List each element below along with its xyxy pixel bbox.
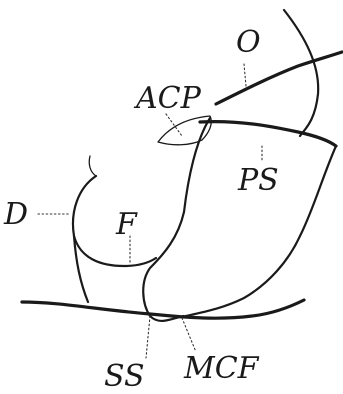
label-ps: PS: [237, 163, 279, 198]
label-d: D: [3, 197, 28, 232]
base-line: [22, 300, 304, 318]
label-mcf: MCF: [183, 351, 260, 386]
fossa-tip: [89, 156, 96, 176]
leader-o: [244, 64, 246, 86]
outer-upper-contour: [284, 10, 318, 136]
leader-acp: [166, 114, 182, 136]
central-s-contour: [143, 118, 210, 321]
planum-line: [200, 122, 336, 146]
leader-ss: [146, 316, 150, 358]
label-f: F: [115, 207, 138, 242]
fossa-arc: [73, 176, 156, 266]
label-acp: ACP: [133, 81, 202, 116]
label-ss: SS: [104, 359, 145, 394]
leader-mcf: [182, 318, 196, 352]
upper-diagonal-line: [216, 52, 342, 104]
fossa-wall: [74, 236, 88, 302]
label-o: O: [236, 25, 261, 60]
